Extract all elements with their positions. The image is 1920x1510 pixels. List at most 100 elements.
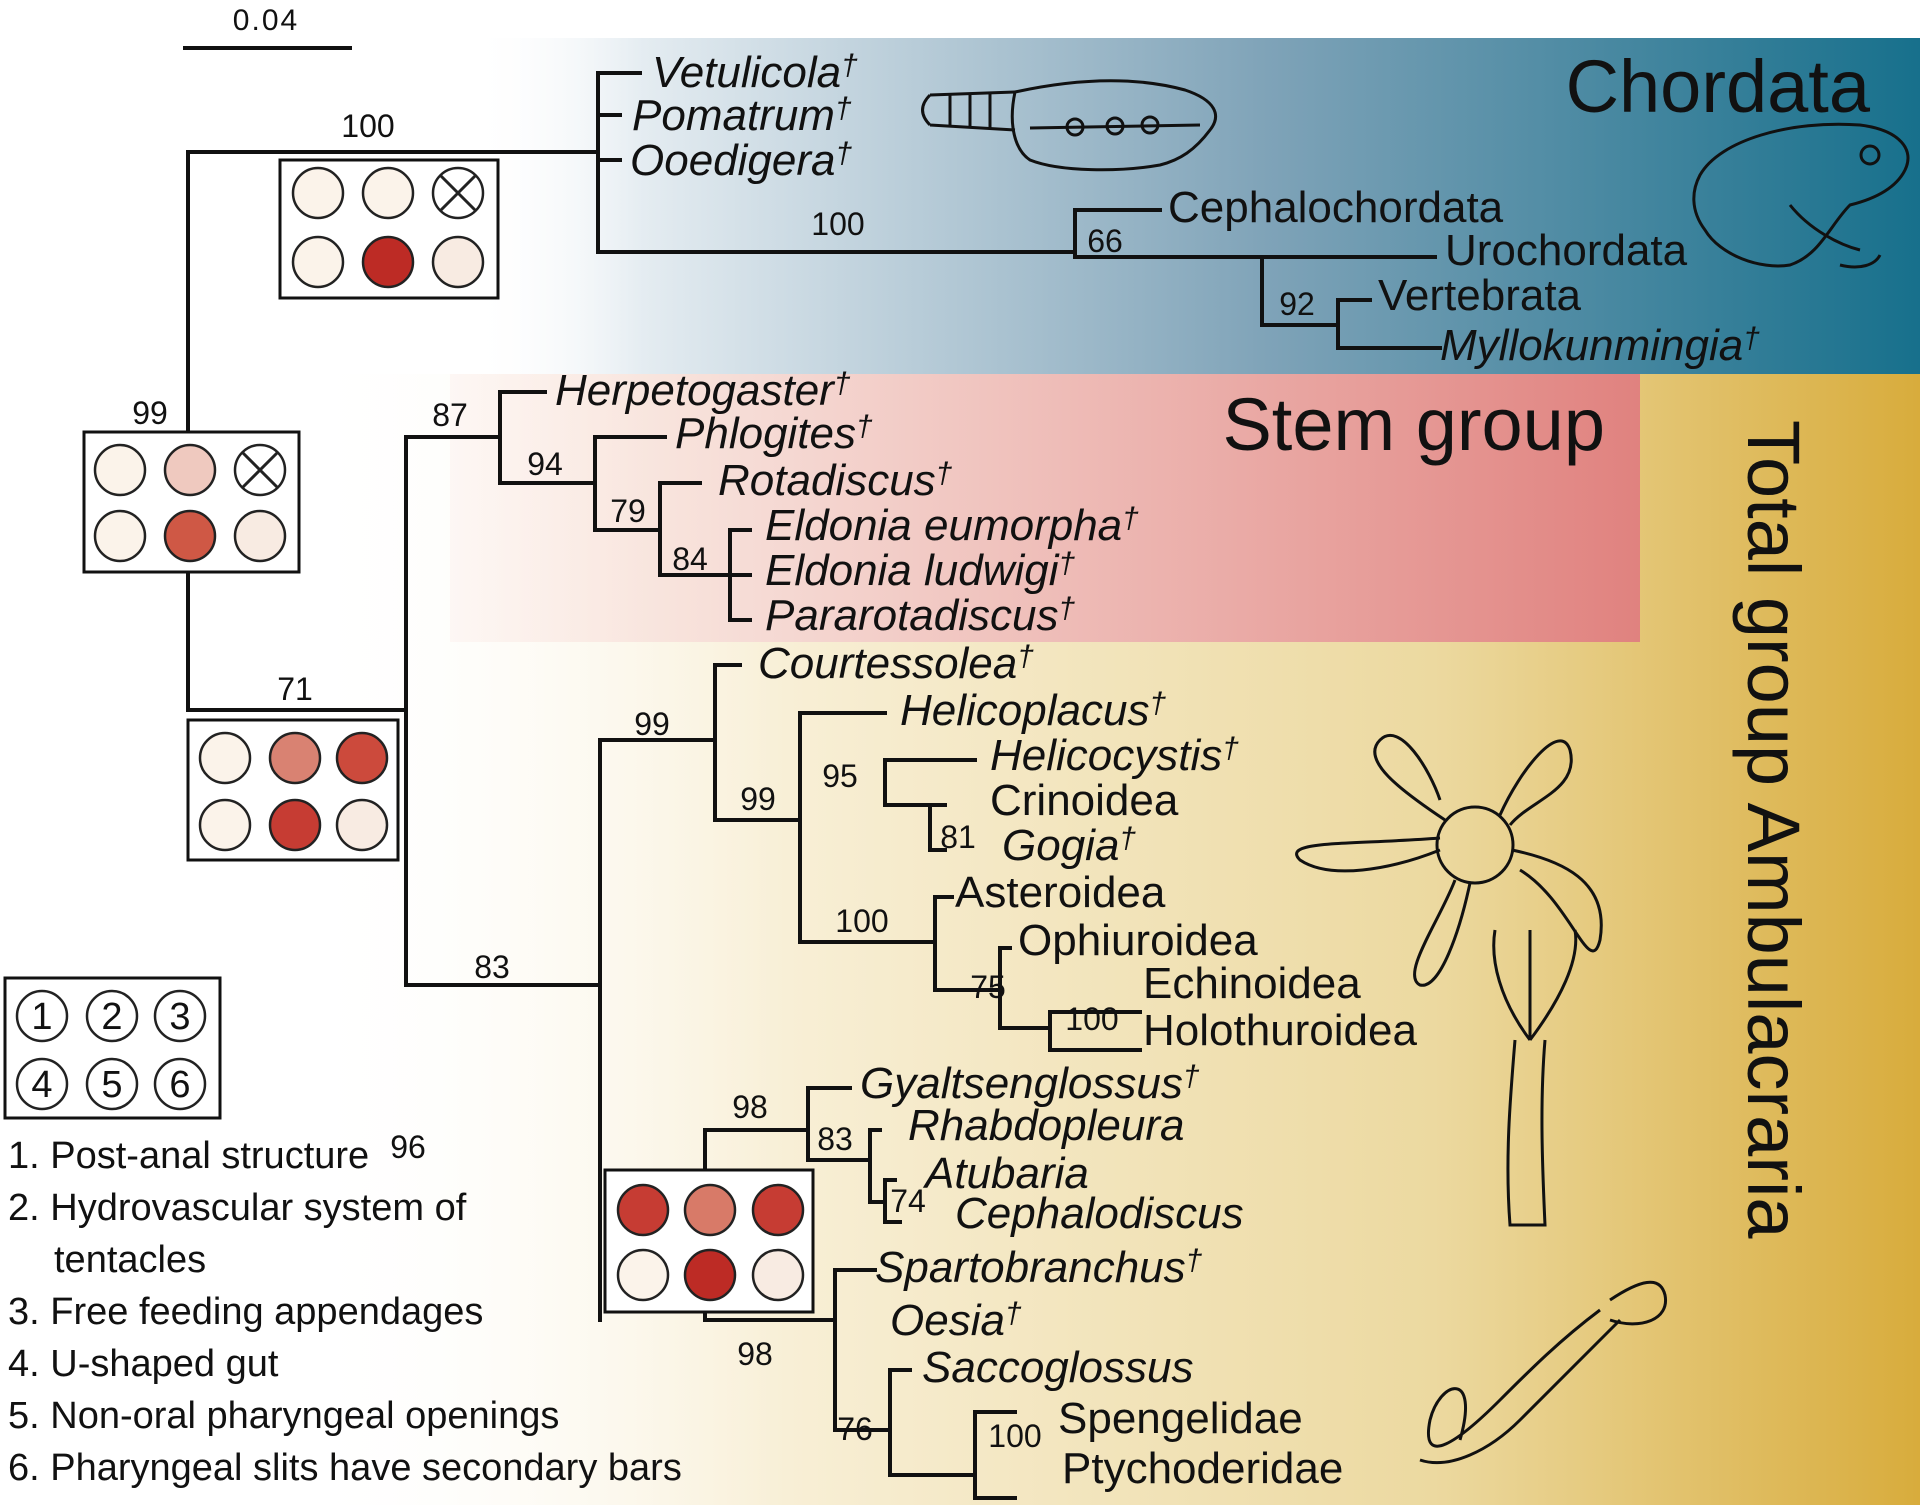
taxon-label: Oesia† <box>890 1296 1022 1345</box>
scale-bar-label: 0.04 <box>233 4 299 37</box>
legend-item: 4. U-shaped gut <box>8 1343 279 1385</box>
character-circle <box>291 166 345 220</box>
legend-key-circle <box>15 1057 69 1111</box>
taxon-label: Cephalochordata <box>1168 183 1504 232</box>
character-box-ambulacraria <box>186 718 400 862</box>
support-value: 79 <box>610 493 646 529</box>
legend-key-circle <box>153 1057 207 1111</box>
legend-key-number: 3 <box>169 996 190 1038</box>
clade-label-total-group-ambulacraria: Total group Ambulacraria <box>1732 420 1815 1239</box>
taxon-label: Pararotadiscus† <box>765 591 1075 640</box>
character-circle <box>163 509 217 563</box>
character-circle <box>683 1248 737 1302</box>
taxon-label: Saccoglossus <box>922 1343 1193 1392</box>
character-circle <box>335 798 389 852</box>
taxon-label: Eldonia eumorpha† <box>765 501 1139 550</box>
character-circle <box>616 1183 670 1237</box>
support-value: 66 <box>1087 223 1123 259</box>
taxon-label: Pomatrum† <box>632 91 852 140</box>
support-value: 71 <box>277 671 313 707</box>
character-circle <box>751 1248 805 1302</box>
support-value: 99 <box>132 395 168 431</box>
character-circle <box>361 166 415 220</box>
character-circle <box>163 443 217 497</box>
taxon-label: Phlogites† <box>675 409 873 458</box>
taxon-label: Gogia† <box>1002 821 1136 870</box>
support-value: 92 <box>1279 286 1315 322</box>
taxon-label: Courtessolea† <box>758 639 1034 688</box>
character-circle <box>751 1183 805 1237</box>
pterobranch-illustration <box>1492 929 1578 1227</box>
tree-branches <box>186 71 1442 1500</box>
frog-illustration <box>1692 122 1910 269</box>
legend-item: 3. Free feeding appendages <box>8 1291 483 1333</box>
support-value: 99 <box>634 706 670 742</box>
character-circle <box>233 509 287 563</box>
legend-key-number: 4 <box>31 1064 52 1106</box>
support-value: 100 <box>341 108 394 144</box>
character-circle <box>291 235 345 289</box>
support-value: 98 <box>737 1336 773 1372</box>
legend-key-number: 5 <box>101 1064 122 1106</box>
taxon-label: Rotadiscus† <box>718 456 953 505</box>
support-value: 74 <box>890 1183 926 1219</box>
support-value: 87 <box>432 397 468 433</box>
taxon-label: Gyaltsenglossus† <box>860 1059 1200 1108</box>
support-value: 75 <box>970 969 1006 1005</box>
taxon-label: Urochordata <box>1445 226 1688 275</box>
legend: 1 2 3 4 5 6 1. Post-anal structure 2. Hy… <box>3 976 682 1489</box>
taxon-label: Asteroidea <box>955 868 1166 917</box>
character-circle <box>198 731 252 785</box>
support-value: 83 <box>474 949 510 985</box>
support-values: 100 100 66 92 99 87 94 79 84 71 99 99 95… <box>132 108 1315 1454</box>
support-value: 83 <box>817 1121 853 1157</box>
taxon-label: Helicocystis† <box>990 731 1239 780</box>
support-value: 76 <box>837 1411 873 1447</box>
character-box-chordata <box>278 158 500 300</box>
legend-item: 6. Pharyngeal slits have secondary bars <box>8 1447 682 1489</box>
taxon-label: Spengelidae <box>1058 1394 1303 1443</box>
taxon-label: Myllokunmingia† <box>1440 321 1760 370</box>
character-circle <box>268 798 322 852</box>
taxon-label: Ophiuroidea <box>1018 916 1258 965</box>
character-circle <box>198 798 252 852</box>
character-circle <box>93 509 147 563</box>
stem-group-background <box>450 374 1640 642</box>
support-value: 94 <box>527 446 563 482</box>
legend-key-circle <box>85 989 139 1043</box>
taxon-label: Vertebrata <box>1378 271 1582 320</box>
taxon-label: Ooedigera† <box>630 136 852 185</box>
taxon-label: Spartobranchus† <box>875 1243 1203 1292</box>
legend-key-number: 2 <box>101 996 122 1038</box>
support-value: 98 <box>732 1089 768 1125</box>
taxon-label: Helicoplacus† <box>900 686 1166 735</box>
legend-item: 1. Post-anal structure <box>8 1135 369 1177</box>
character-box-root <box>82 430 301 574</box>
acorn-worm-illustration <box>1419 1280 1667 1465</box>
legend-key-number: 1 <box>31 996 52 1038</box>
brittle-star-illustration <box>1295 734 1603 987</box>
taxon-label: Echinoidea <box>1143 959 1361 1008</box>
legend-item: 2. Hydrovascular system of <box>8 1187 467 1229</box>
character-circle <box>361 235 415 289</box>
absent-cross-icon <box>439 174 477 212</box>
character-circle <box>616 1248 670 1302</box>
support-value: 100 <box>1065 1001 1118 1037</box>
taxon-labels: Vetulicola† Pomatrum† Ooedigera† Cephalo… <box>555 48 1760 1493</box>
legend-item: 5. Non-oral pharyngeal openings <box>8 1395 559 1437</box>
character-circle <box>93 443 147 497</box>
clade-label-stem-group: Stem group <box>1222 383 1605 466</box>
character-circle <box>431 235 485 289</box>
character-box-hemichordata <box>603 1168 815 1314</box>
support-value: 96 <box>390 1129 426 1165</box>
legend-key-circle <box>15 989 69 1043</box>
character-circle <box>268 731 322 785</box>
support-value: 99 <box>740 781 776 817</box>
character-circle <box>683 1183 737 1237</box>
taxon-label: Rhabdopleura <box>908 1101 1184 1150</box>
support-value: 100 <box>988 1418 1041 1454</box>
legend-item: tentacles <box>54 1239 206 1281</box>
taxon-label: Vetulicola† <box>652 48 858 97</box>
